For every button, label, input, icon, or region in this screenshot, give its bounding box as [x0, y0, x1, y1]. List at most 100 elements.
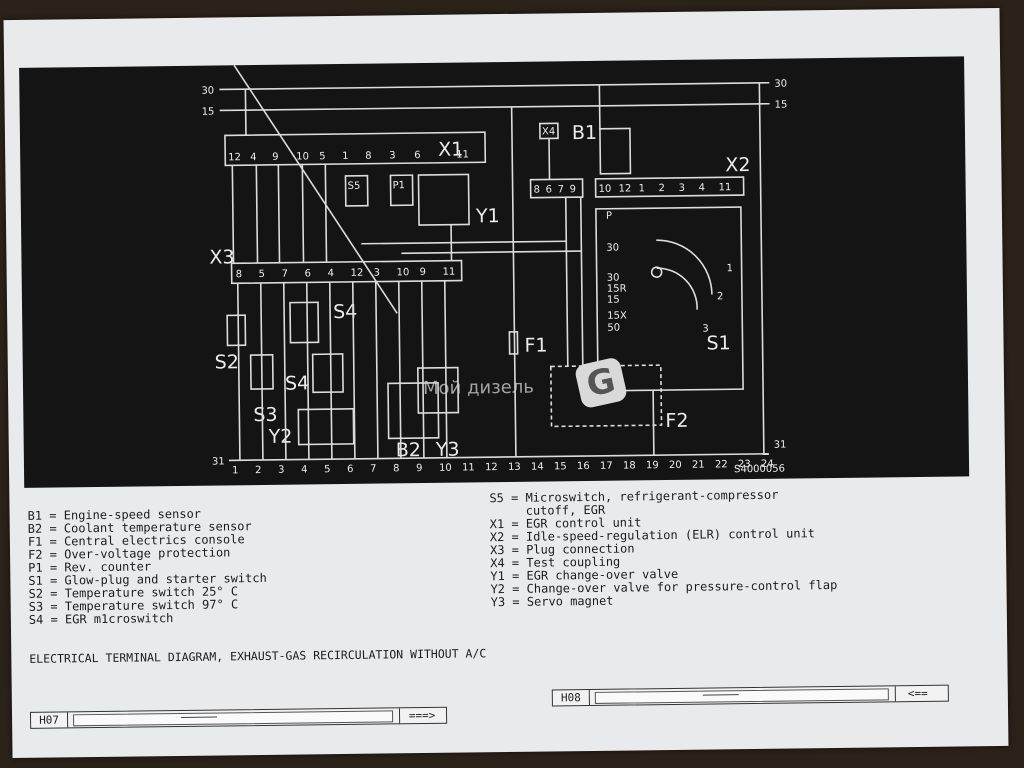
- s1-terminal-label: P: [606, 211, 612, 222]
- b2-sensor: [387, 382, 440, 440]
- x4-box: [539, 122, 559, 140]
- page-code-h08[interactable]: H08: [552, 689, 590, 706]
- s1-terminal-label: 50: [607, 323, 620, 334]
- s2-switch: [226, 314, 247, 347]
- wire-x1-to-x3: [255, 165, 259, 264]
- y3-servo: [417, 366, 460, 414]
- rail-30-right: 30: [774, 79, 787, 90]
- wire-rail30-right: [758, 82, 765, 454]
- x2-right-pin-label: 10: [599, 184, 612, 195]
- wire-x3-down: [259, 282, 264, 460]
- f1-label: F1: [524, 334, 547, 356]
- s1-pivot: [650, 266, 663, 278]
- x3-pin-label: 7: [282, 269, 289, 280]
- s5-box: [344, 174, 369, 207]
- terminal-number: 13: [508, 462, 521, 473]
- x2-right-pin-label: 1: [639, 183, 646, 194]
- wire-x3-down: [236, 283, 241, 461]
- f1-fuse: [508, 331, 519, 355]
- wire-cross-y1: [361, 240, 567, 245]
- previous-page-arrow[interactable]: <==: [894, 685, 940, 702]
- x1-block: [224, 131, 487, 167]
- wire-x3-down: [328, 282, 333, 460]
- terminal-number: 7: [370, 464, 377, 475]
- x1-pin-label: 11: [456, 149, 469, 160]
- wire-x4-x2: [548, 138, 551, 180]
- s1-label: S1: [706, 332, 730, 354]
- x2-left-pin-label: 6: [546, 184, 553, 195]
- x2-left-pin-label: 8: [534, 185, 541, 196]
- wire-b1-feed: [598, 84, 601, 129]
- legend-entry: Y3 = Servo magnet: [490, 593, 614, 610]
- x3-pin-label: 4: [328, 268, 335, 279]
- x1-pin-label: 9: [272, 152, 279, 163]
- wire-rail30-x1: [244, 89, 247, 136]
- terminal-number: 15: [554, 461, 567, 472]
- wire-x1-to-x3: [301, 164, 305, 263]
- x1-pin-label: 10: [296, 151, 309, 162]
- p1-label: P1: [393, 180, 406, 191]
- x3-pin-label: 6: [305, 268, 312, 279]
- diagram-caption: ELECTRICAL TERMINAL DIAGRAM, EXHAUST-GAS…: [29, 646, 487, 666]
- terminal-number: 22: [715, 459, 728, 470]
- s3-label: S3: [253, 404, 277, 426]
- x1-pin-label: 6: [414, 150, 421, 161]
- x1-pin-label: 12: [228, 152, 241, 163]
- terminal-number: 3: [278, 465, 285, 476]
- terminal-number: 10: [439, 463, 452, 474]
- nav-scroll-track-right[interactable]: [594, 688, 889, 704]
- x3-label: X3: [209, 246, 234, 268]
- s4-upper-label: S4: [333, 301, 357, 323]
- y1-valve: [417, 173, 470, 226]
- page-code-h07[interactable]: H07: [30, 712, 69, 728]
- x1-pin-label: 3: [389, 150, 396, 161]
- wire-x3-down: [443, 280, 448, 458]
- s2-label: S2: [215, 351, 239, 373]
- vertical-wires: [231, 64, 765, 461]
- s4-lower-switch: [311, 353, 344, 394]
- next-page-arrow[interactable]: ===>: [398, 707, 445, 724]
- s1-terminal-label: 15: [607, 295, 620, 306]
- y1-label: Y1: [475, 205, 500, 227]
- x3-pin-label: 8: [236, 269, 243, 280]
- s1-arc-inner: [656, 267, 698, 310]
- terminal-number: 9: [416, 463, 423, 474]
- wire-x3-down: [351, 281, 356, 459]
- wire-x1-to-x3: [277, 164, 281, 263]
- terminal-number: 4: [301, 464, 308, 475]
- s5-label: S5: [348, 181, 361, 192]
- rail-31-right: 31: [774, 440, 787, 451]
- f2-label: F2: [665, 410, 688, 432]
- legend-entry: S4 = EGR m1croswitch: [28, 611, 174, 627]
- x3-pin-label: 9: [420, 267, 427, 278]
- s1-terminal-label: 15R: [607, 284, 627, 295]
- wire-x3-down: [397, 281, 402, 459]
- terminal-number: 8: [393, 463, 400, 474]
- rail-15-left: 15: [202, 107, 215, 118]
- diagonal-crease: [233, 64, 398, 314]
- s1-position-number: 1: [727, 263, 734, 274]
- x1-pin-label: 5: [319, 151, 326, 162]
- terminal-number: 24: [761, 459, 774, 470]
- x2-block: [594, 176, 745, 198]
- drawing-id: S4000056: [734, 464, 785, 476]
- s4-upper-switch: [289, 301, 320, 344]
- terminal-number: 19: [646, 460, 659, 471]
- rail-15-right: 15: [775, 100, 788, 111]
- x3-pin-label: 3: [374, 268, 381, 279]
- terminal-number: 16: [577, 461, 590, 472]
- x2-left-connector: [529, 178, 584, 199]
- s4-lower-label: S4: [285, 372, 309, 394]
- x1-pin-label: 4: [250, 152, 257, 163]
- nav-scroll-track-left[interactable]: [73, 710, 394, 727]
- wire-x3-down: [420, 281, 425, 459]
- wire-f1-trunk: [510, 106, 517, 457]
- wire-x1-to-x3: [324, 164, 328, 263]
- f2-block: [549, 364, 663, 428]
- watermark-text: Мой дизель: [422, 376, 535, 400]
